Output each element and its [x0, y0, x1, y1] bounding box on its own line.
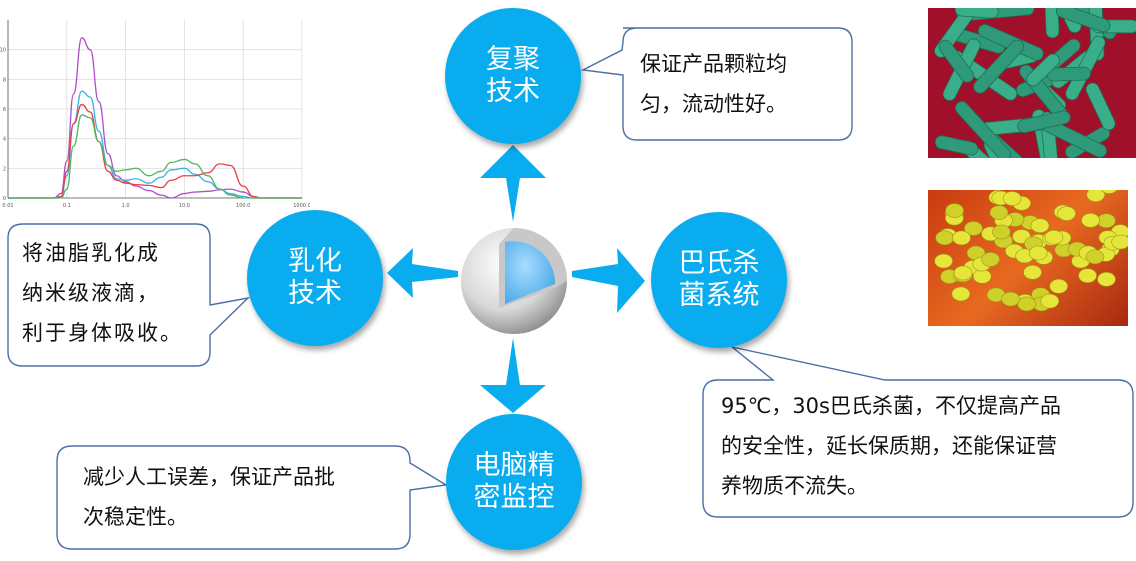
coccus-bacterium-shape	[1111, 234, 1128, 250]
chart-y-tick-label: 6	[3, 107, 6, 113]
rod-bacterium-shape	[954, 8, 999, 19]
coccus-bacterium-shape	[1081, 213, 1100, 228]
rod-bacterium-shape	[1055, 8, 1111, 33]
coccus-bacterium-shape	[964, 221, 983, 236]
node-label-line: 技术	[288, 278, 342, 309]
chart-y-tick-label: 10	[0, 48, 6, 54]
coccus-bacterium-shape	[1086, 190, 1106, 202]
coccus-bacterium-shape	[1028, 245, 1048, 261]
bubble-top-text: 保证产品颗粒均 匀，流动性好。	[640, 52, 787, 116]
chart-y-tick-label: 0	[3, 196, 6, 202]
core-shell-sphere-icon	[459, 226, 569, 336]
node-label-line: 巴氏杀	[678, 248, 760, 279]
chart-y-tick-label: 8	[3, 77, 6, 83]
arrow-right-icon	[572, 248, 645, 313]
coccus-bacterium-shape	[934, 253, 953, 269]
bubble-right-text: 95℃，30s巴氏杀菌，不仅提高产品 的安全性，延长保质期，还能保证营 养物质不…	[721, 394, 1061, 498]
chart-x-tick-label: 0.1	[63, 203, 71, 209]
chart-background	[0, 10, 310, 220]
rod-bacteria-micrograph	[928, 8, 1136, 158]
coccus-bacterium-shape	[1044, 229, 1064, 245]
node-label-line: 电脑精	[473, 450, 555, 481]
coccus-bacterium-shape	[981, 252, 1000, 267]
chart-axes: 0 2 4 6 8 10 0.01 0.1 1.0 10.0 100.0 1000.0	[0, 20, 310, 209]
node-pasteurization-system[interactable]: 巴氏杀菌系统	[651, 212, 787, 348]
rod-bacterium-shape	[938, 39, 975, 83]
node-computer-precision-monitoring[interactable]: 电脑精密监控	[446, 414, 582, 550]
node-label-line: 菌系统	[678, 280, 760, 311]
coccus-bacterium-shape	[1017, 296, 1037, 312]
node-emulsification-technology[interactable]: 乳化技术	[247, 210, 383, 346]
coccus-bacterium-shape	[945, 203, 964, 218]
arrow-down-icon	[480, 338, 546, 413]
coccus-bacterium-shape	[972, 269, 992, 284]
coccus-bacterium-shape	[1078, 268, 1097, 283]
bubble-left-text: 将油脂乳化成 纳米级液滴， 利于身体吸收。	[22, 241, 183, 345]
rod-bacterium-shape	[934, 135, 979, 156]
coccus-bacterium-shape	[951, 286, 971, 302]
coccus-bacterium-shape	[952, 230, 971, 246]
coccus-bacterium-shape	[1100, 190, 1118, 194]
node-label-line: 复聚	[486, 44, 540, 75]
chart-x-tick-label: 1000.0	[293, 203, 310, 209]
bubble-bottom-text: 减少人工误差，保证产品批 次稳定性。	[83, 465, 335, 529]
coccus-bacterium-shape	[1057, 206, 1076, 221]
rod-bacterium-shape	[973, 39, 1025, 94]
chart-series-red	[8, 103, 302, 199]
coccus-bacterium-shape	[1030, 218, 1050, 233]
particle-size-chart: 0 2 4 6 8 10 0.01 0.1 1.0 10.0 100.0 1000.0	[0, 10, 310, 220]
chart-series-green	[8, 114, 302, 199]
coccus-bacterium-shape	[1023, 265, 1042, 280]
chart-x-tick-label: 10.0	[179, 203, 190, 209]
chart-x-tick-label: 100.0	[236, 203, 250, 209]
coccus-bacterium-shape	[1097, 271, 1116, 287]
chart-x-tick-label: 0.01	[2, 203, 13, 209]
node-label-line: 密监控	[473, 482, 555, 513]
arrow-up-icon	[480, 145, 546, 222]
coccus-bacterium-shape	[953, 265, 973, 281]
node-label-line: 技术	[486, 76, 540, 107]
rod-bacterium-shape	[1085, 82, 1116, 131]
rod-bacterium-shape	[1026, 53, 1060, 87]
coccus-bacterium-shape	[1049, 278, 1068, 294]
coccus-bacterium-shape	[1097, 213, 1116, 229]
node-label-line: 乳化	[288, 246, 342, 277]
arrow-left-icon	[387, 248, 458, 298]
rod-bacterium-shape	[954, 101, 1012, 158]
coccus-bacterium-shape	[1085, 249, 1105, 265]
rod-bacterium-shape	[1017, 110, 1071, 134]
coccus-bacterium-shape	[1001, 291, 1020, 307]
node-compound-technology[interactable]: 复聚技术	[445, 8, 581, 144]
coccus-bacterium-shape	[935, 230, 954, 246]
coccus-bacterium-shape	[992, 224, 1011, 240]
chart-y-tick-label: 4	[3, 137, 6, 143]
chart-series-purple	[8, 37, 302, 199]
coccus-bacterium-shape	[1002, 191, 1022, 206]
chart-lines	[8, 37, 302, 199]
coccus-bacterium-shape	[989, 205, 1009, 220]
chart-y-tick-label: 2	[3, 166, 6, 172]
cocci-bacteria-micrograph	[928, 190, 1128, 326]
coccus-bacterium-shape	[1040, 293, 1060, 309]
chart-x-tick-label: 1.0	[122, 203, 130, 209]
